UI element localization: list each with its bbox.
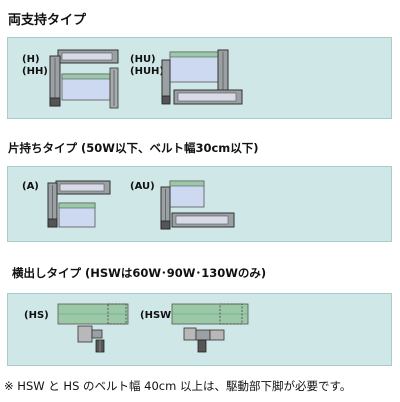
footnote-belt-width-note: ※ HSW と HS のベルト幅 40cm 以上は、駆動部下脚が必要です。	[4, 379, 352, 393]
section-heading-cantilever: 片持ちタイプ (50W以下、ベルト幅30cm以下)	[8, 141, 259, 155]
diagram-au-type	[160, 180, 235, 230]
panel-both-support: (H) (HH) (HU) (HUH)	[7, 37, 392, 119]
diagram-hu-type	[161, 49, 243, 105]
panel-cantilever: (A) (AU)	[7, 166, 392, 242]
diagram-hs-type	[57, 303, 129, 353]
variant-label-h: (H) (HH)	[22, 54, 48, 77]
diagram-a-type	[47, 180, 111, 228]
panel-side-out: (HS) (HSW)	[7, 293, 392, 366]
section-heading-both-support: 両支持タイプ	[8, 13, 87, 28]
variant-label-hsw: (HSW)	[140, 310, 176, 321]
variant-label-a: (A)	[22, 181, 39, 192]
diagram-h-type	[49, 49, 119, 109]
diagram-hsw-type	[171, 303, 249, 353]
section-heading-side-out: 横出しタイプ (HSWは60W･90W･130Wのみ)	[12, 266, 267, 280]
variant-label-au: (AU)	[130, 181, 155, 192]
variant-label-hu: (HU) (HUH)	[130, 54, 164, 77]
variant-label-hs: (HS)	[24, 310, 49, 321]
